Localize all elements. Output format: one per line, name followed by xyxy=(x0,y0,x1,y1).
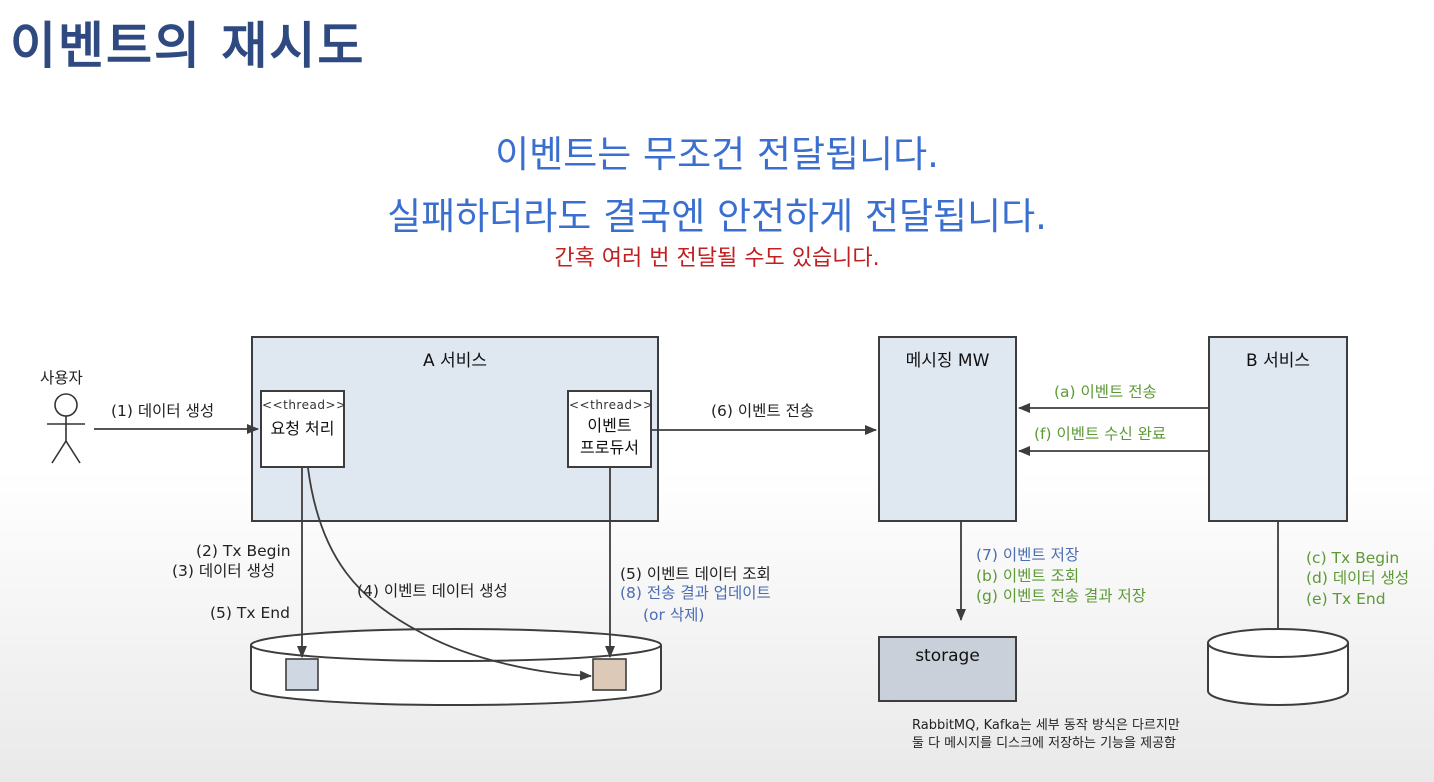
service-b-box: B 서비스 xyxy=(1208,336,1348,522)
label-event-data-query: (5) 이벤트 데이터 조회 xyxy=(620,565,771,583)
producer-thread-label-1: 이벤트 xyxy=(587,416,632,435)
producer-thread-label-2: 프로듀서 xyxy=(580,438,639,457)
actor-label: 사용자 xyxy=(40,369,83,387)
label-mw-query: (b) 이벤트 조회 xyxy=(976,567,1080,585)
thread-stereotype: <<thread>> xyxy=(262,398,347,412)
page-title: 이벤트의 재시도 xyxy=(10,17,366,75)
event-record xyxy=(592,658,627,691)
user-actor-icon xyxy=(47,393,85,464)
messaging-mw-box: 메시징 MW xyxy=(878,336,1017,522)
headline-line-1: 이벤트는 무조건 전달됩니다. xyxy=(495,133,939,176)
label-send-event: (6) 이벤트 전송 xyxy=(711,402,815,420)
database-b-icon xyxy=(1207,628,1349,706)
label-b-send: (a) 이벤트 전송 xyxy=(1054,383,1157,401)
arrow-event-data-create xyxy=(307,467,592,681)
label-send-result-update: (8) 전송 결과 업데이트 xyxy=(620,584,771,602)
label-tx-begin: (2) Tx Begin xyxy=(196,542,291,560)
request-thread-box: <<thread>> 요청 처리 xyxy=(260,390,347,468)
label-data-create: (3) 데이터 생성 xyxy=(172,562,276,580)
label-b-tx-end: (e) Tx End xyxy=(1306,590,1386,608)
label-mw-result-store: (g) 이벤트 전송 결과 저장 xyxy=(976,587,1146,605)
producer-thread-box: <<thread>> 이벤트 프로듀서 xyxy=(567,390,654,468)
storage-box: storage xyxy=(878,636,1017,702)
thread-stereotype: <<thread>> xyxy=(569,398,654,412)
footnote-line-2: 둘 다 메시지를 디스크에 저장하는 기능을 제공함 xyxy=(912,736,1176,751)
label-b-tx-begin: (c) Tx Begin xyxy=(1306,549,1400,567)
label-create-data: (1) 데이터 생성 xyxy=(111,402,215,420)
label-b-data-create: (d) 데이터 생성 xyxy=(1306,569,1410,587)
database-a-icon xyxy=(250,628,662,706)
service-b-title: B 서비스 xyxy=(1246,351,1310,371)
label-tx-end: (5) Tx End xyxy=(210,604,290,622)
service-a-title: A 서비스 xyxy=(423,351,487,371)
label-mw-store: (7) 이벤트 저장 xyxy=(976,546,1080,564)
footnote-line-1: RabbitMQ, Kafka는 세부 동작 방식은 다르지만 xyxy=(912,718,1180,733)
label-event-data-create: (4) 이벤트 데이터 생성 xyxy=(357,582,508,600)
label-b-done: (f) 이벤트 수신 완료 xyxy=(1034,425,1167,443)
messaging-mw-title: 메시징 MW xyxy=(905,351,990,371)
data-record xyxy=(285,658,319,691)
request-thread-label: 요청 처리 xyxy=(270,419,335,438)
headline-line-2: 실패하더라도 결국엔 안전하게 전달됩니다. xyxy=(387,195,1047,238)
headline-line-3: 간혹 여러 번 전달될 수도 있습니다. xyxy=(554,246,880,271)
storage-label: storage xyxy=(915,646,980,666)
label-or-delete: (or 삭제) xyxy=(643,606,705,624)
